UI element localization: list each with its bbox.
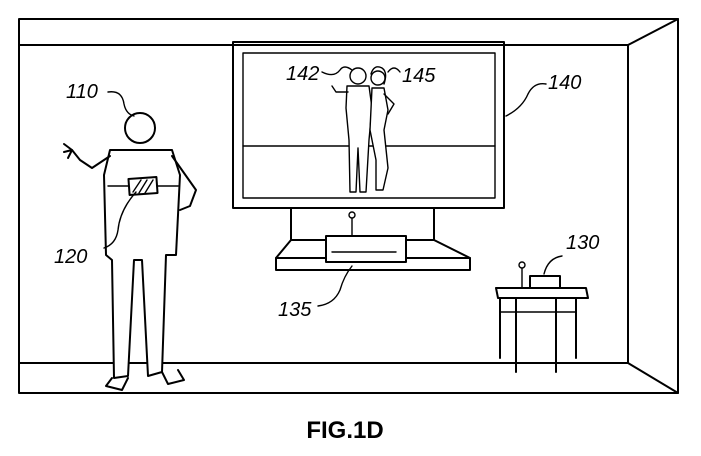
person-head bbox=[124, 112, 156, 144]
room bbox=[18, 18, 679, 394]
avatar-man-arm bbox=[331, 85, 349, 93]
leader-110 bbox=[107, 91, 135, 117]
person-feet bbox=[105, 369, 185, 391]
sensor-box bbox=[529, 275, 561, 289]
room-outer-frame bbox=[18, 18, 679, 394]
sensor-icon bbox=[518, 261, 561, 289]
figure-caption: FIG.1D bbox=[306, 417, 383, 444]
avatar-woman-hair bbox=[370, 66, 387, 85]
floor-corner-line bbox=[627, 362, 679, 394]
avatar-man-head bbox=[349, 67, 367, 85]
sensor-antenna-tip bbox=[518, 261, 526, 269]
label-142: 142 bbox=[286, 63, 319, 85]
label-110: 110 bbox=[66, 81, 98, 103]
table-top bbox=[495, 287, 589, 299]
avatar-woman-arm bbox=[383, 93, 395, 115]
leader-140 bbox=[505, 83, 547, 117]
label-135: 135 bbox=[278, 299, 312, 321]
ceiling-corner-line bbox=[627, 18, 679, 46]
label-145: 145 bbox=[402, 65, 436, 87]
leader-120 bbox=[103, 191, 137, 249]
console-box bbox=[325, 235, 407, 263]
person-left-arm bbox=[71, 149, 111, 169]
leader-135 bbox=[317, 265, 353, 307]
person-right-arm bbox=[171, 155, 197, 211]
tv-bezel bbox=[232, 41, 505, 209]
leader-145 bbox=[387, 67, 401, 73]
table-icon bbox=[495, 287, 589, 373]
console-antenna-tip bbox=[348, 211, 356, 219]
couple-icon bbox=[331, 66, 395, 193]
leader-130 bbox=[543, 255, 563, 275]
label-130: 130 bbox=[566, 232, 599, 254]
tv-stand bbox=[275, 211, 471, 307]
person-left-hand bbox=[63, 143, 73, 159]
television bbox=[232, 41, 547, 241]
avatar-woman-head bbox=[370, 70, 386, 86]
device-hatching bbox=[132, 179, 154, 194]
person-icon bbox=[63, 91, 197, 391]
avatar-man-body bbox=[345, 85, 373, 193]
console-icon bbox=[325, 211, 407, 263]
person-torso bbox=[103, 149, 181, 379]
avatar-woman-body bbox=[369, 87, 389, 191]
leader-142 bbox=[321, 66, 353, 76]
tv-screen bbox=[242, 52, 496, 199]
side-table bbox=[495, 255, 589, 373]
label-120: 120 bbox=[54, 246, 87, 268]
label-140: 140 bbox=[548, 72, 581, 94]
